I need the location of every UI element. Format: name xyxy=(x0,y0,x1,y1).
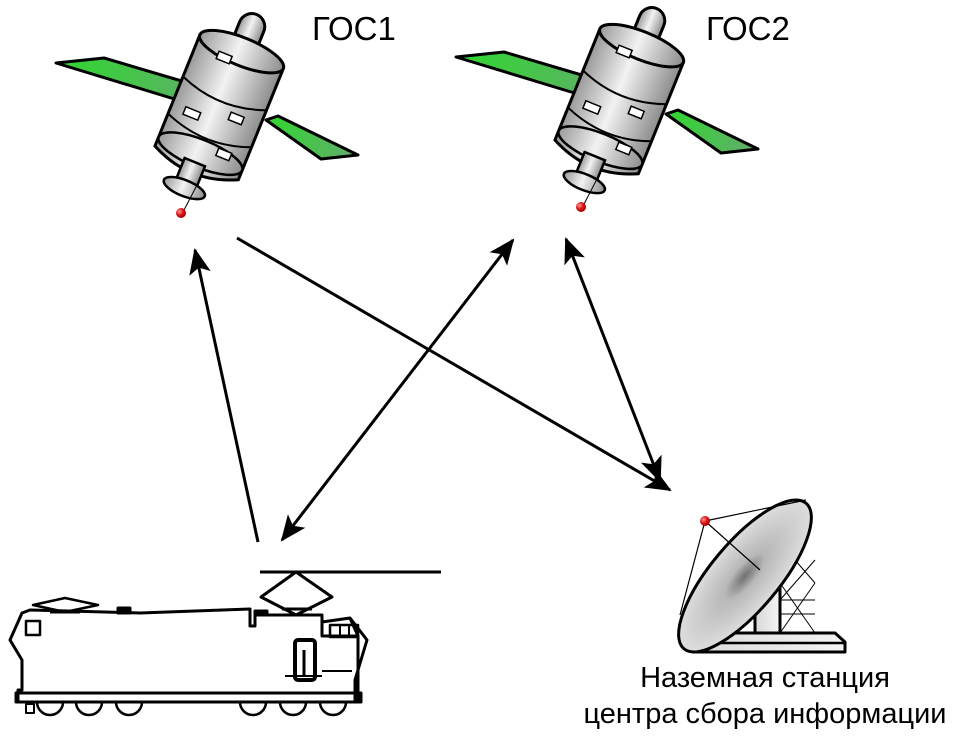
locomotive-body xyxy=(8,607,360,704)
satellite-gos1 xyxy=(54,0,360,218)
ground-station-label-line2: центра сбора информации xyxy=(583,698,947,730)
dish-feed-icon xyxy=(700,516,710,526)
locomotive xyxy=(8,570,441,717)
link-gos1-to-ground-station xyxy=(236,236,672,492)
satellite-label-gos1: ГОС1 xyxy=(312,10,396,47)
satellite-antenna-wire xyxy=(182,184,198,213)
satellite-gos2 xyxy=(454,0,760,212)
satellite-label-gos2: ГОС2 xyxy=(706,10,790,47)
satellite-antenna-wire xyxy=(582,178,598,207)
satellite-beacon-icon xyxy=(576,202,586,212)
ground-station-label: Наземная станция центра сбора информации xyxy=(565,660,964,732)
locomotive-wheels xyxy=(35,701,348,717)
ground-station-dish xyxy=(677,498,847,654)
satellite-beacon-icon xyxy=(176,208,186,218)
ground-station-label-line1: Наземная станция xyxy=(640,662,890,694)
link-gos2-ground-station xyxy=(564,237,662,483)
link-locomotive-to-gos1 xyxy=(189,248,260,543)
link-locomotive-gos2 xyxy=(280,238,515,542)
